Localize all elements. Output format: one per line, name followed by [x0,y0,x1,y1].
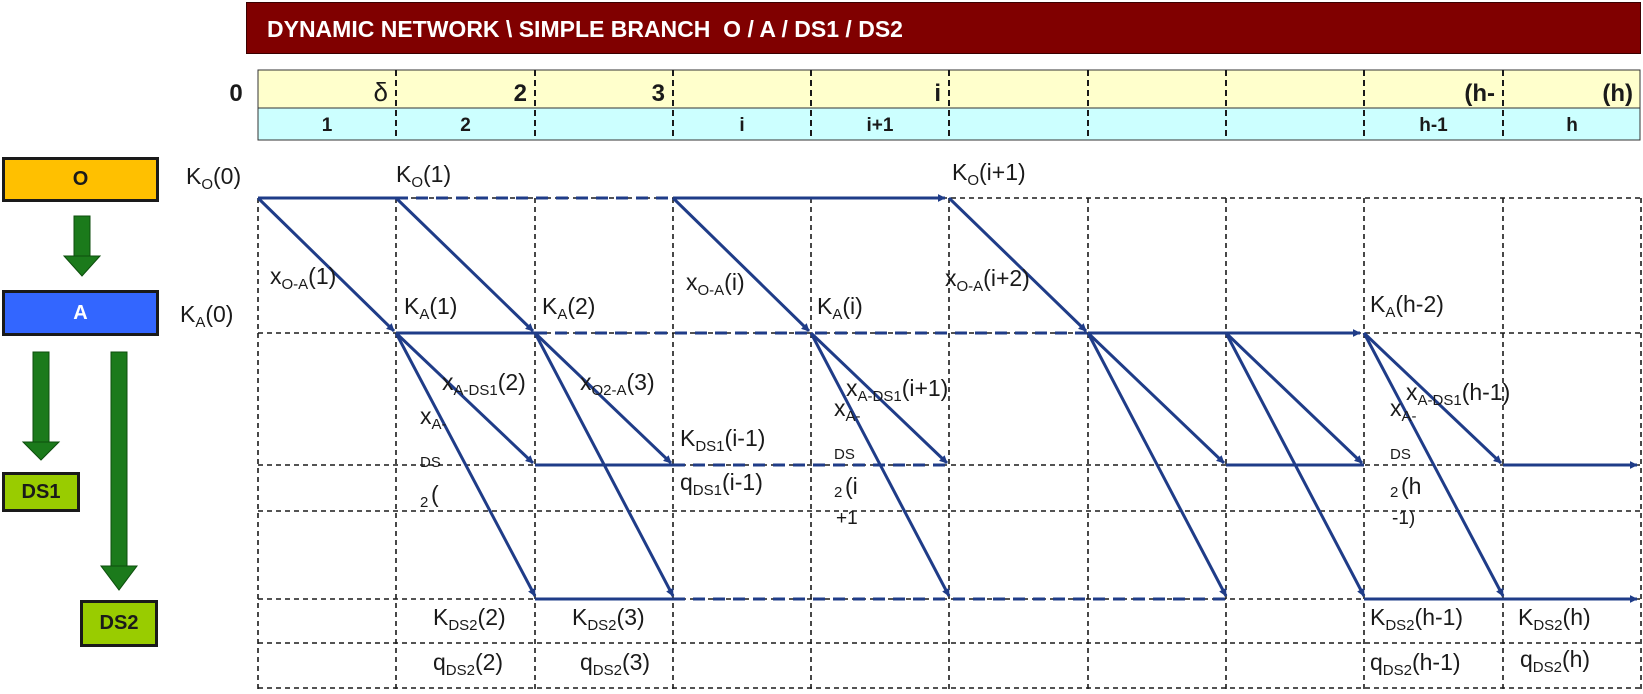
node-ds2: DS2 [80,600,158,647]
label-x-ads1-i-plus-1: xA-DS1(i+1) [846,375,948,405]
label-x-ads1-2: xA-DS1(2) [442,369,526,399]
label-ka-h-2: KA(h-2) [1370,291,1444,321]
label-ka-2: KA(2) [542,293,595,323]
svg-text:(: ( [431,481,439,507]
timeline-header: 0 δ 2 3 i (h- (h) 1 2 i i+1 h-1 h [229,69,1641,141]
timeline-bottom-cell: i+1 [867,115,894,136]
svg-text:+1: +1 [836,508,858,529]
label-kds1-i-1: KDS1(i-1) [680,425,765,455]
label-ko-0: KO(0) [186,163,241,193]
label-x-oa-i-plus-2: xO-A(i+2) [945,265,1030,295]
arrow-a-ds2 [1362,332,1505,597]
label-kds2-3: KDS2(3) [572,604,645,634]
timeline-bottom-cell: 2 [460,115,471,136]
label-x-o2a-3: xO2-A(3) [580,369,655,399]
arrow-a-ds1 [1086,331,1226,465]
label-ka-1: KA(1) [404,293,457,323]
arrow-o-a [394,196,535,333]
link-arrow-a-to-ds1 [21,351,61,461]
node-ds1: DS1 [2,472,80,512]
timeline-top-cell: i [934,80,941,107]
timeline-origin-label: 0 [229,80,242,107]
arrow-a-ds1 [1224,331,1364,465]
label-x-oa-1: xO-A(1) [270,263,336,293]
timeline-bottom-cell: h [1566,115,1578,136]
svg-text:DS: DS [834,446,855,463]
svg-text:DS: DS [420,454,441,471]
label-qds2-2: qDS2(2) [433,649,503,679]
label-qds1-i-1: qDS1(i-1) [680,469,763,499]
svg-text:xA-: xA- [834,395,861,425]
arrow-a-ds1 [394,331,535,465]
arrow-a-ds2 [533,332,675,597]
diagram-title-banner: DYNAMIC NETWORK \ SIMPLE BRANCH O / A / … [246,2,1641,54]
timeline-top-cell: (h- [1464,80,1495,107]
timeline-bottom-cell: i [739,115,744,136]
timeline-top-cell: 2 [514,80,527,107]
label-x-ads1-h-1: xA-DS1(h-1) [1406,379,1510,409]
arrow-a-ds1 [533,331,673,465]
transport-arrows [256,196,1505,597]
label-ko-1: KO(1) [396,161,451,191]
label-kds2-h: KDS2(h) [1518,604,1591,634]
carryover-flows [258,194,1638,603]
arrow-a-ds2 [1086,332,1228,597]
label-qds2-3: qDS2(3) [580,649,650,679]
arrow-o-a [671,196,811,333]
label-x-ads2-2: xA- DS 2 ( [420,403,447,511]
svg-text:(h: (h [1401,473,1421,499]
label-kds2-h-1: KDS2(h-1) [1370,604,1463,634]
link-arrow-o-to-a [62,215,102,277]
arrow-o-a [947,196,1088,333]
svg-text:2: 2 [420,494,428,511]
arrow-o-a [256,196,396,333]
label-ka-0: KA(0) [180,301,233,331]
label-ko-i-plus-1: KO(i+1) [952,159,1026,189]
label-x-ads2-i-plus-1: xA- DS 2 (i +1 [834,395,861,529]
svg-text:xA-: xA- [420,403,447,433]
arrow-a-ds1 [1362,331,1503,465]
svg-text:2: 2 [1390,484,1398,501]
label-kds2-2: KDS2(2) [433,604,506,634]
label-x-ads2-h-1: xA- DS 2 (h -1) [1390,395,1421,529]
timeline-top-cell: δ [374,77,388,107]
timeline-bottom-cell: h-1 [1419,115,1448,136]
svg-text:DS: DS [1390,446,1411,463]
label-x-oa-i: xO-A(i) [686,269,745,299]
node-o: O [2,157,159,202]
grid [257,197,1642,690]
arrow-a-ds2 [809,332,951,597]
link-arrow-a-to-ds2 [100,351,138,591]
arrow-a-ds2 [394,332,537,597]
arrow-a-ds1 [809,331,949,465]
label-qds2-h-1: qDS2(h-1) [1370,649,1461,679]
label-ka-i: KA(i) [817,293,863,323]
arrow-a-ds2 [1224,332,1366,597]
link-arrows [21,215,138,591]
timeline-top-cell: (h) [1602,80,1633,107]
svg-text:2: 2 [834,484,842,501]
node-a: A [2,290,159,336]
svg-text:xA-: xA- [1390,395,1417,425]
label-qds2-h: qDS2(h) [1520,646,1590,676]
timeline-top-cell: 3 [652,80,665,107]
svg-text:(i: (i [845,473,858,499]
svg-text:-1): -1) [1392,508,1415,529]
timeline-bottom-cell: 1 [322,115,333,136]
